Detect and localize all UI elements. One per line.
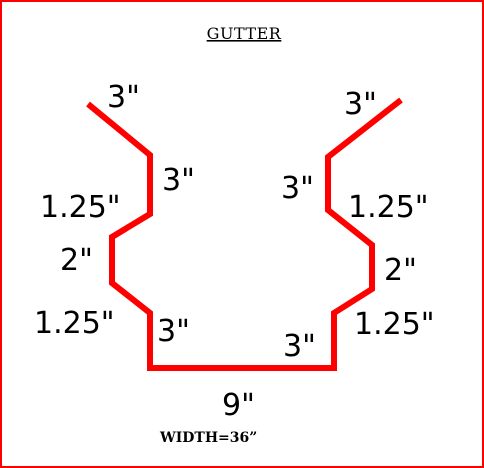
label-right-upper-vertical: 3" (281, 171, 314, 206)
label-left-upper-vertical: 3" (162, 163, 195, 198)
label-right-lower-slant: 1.25" (354, 307, 435, 342)
diagram-title: GUTTER (207, 24, 282, 43)
label-right-top: 3" (344, 87, 377, 122)
label-right-middle: 2" (384, 253, 417, 288)
label-left-top: 3" (107, 80, 140, 115)
label-left-lower-slant: 1.25" (34, 306, 115, 341)
label-left-lower-vertical: 3" (157, 314, 190, 349)
label-bottom: 9" (222, 388, 255, 423)
label-left-upper-slant: 1.25" (40, 190, 121, 225)
label-right-lower-vertical: 3" (283, 329, 316, 364)
gutter-profile (86, 97, 403, 371)
label-left-middle: 2" (60, 243, 93, 278)
width-note: WIDTH=36” (159, 430, 257, 446)
label-right-upper-slant: 1.25" (348, 190, 429, 225)
